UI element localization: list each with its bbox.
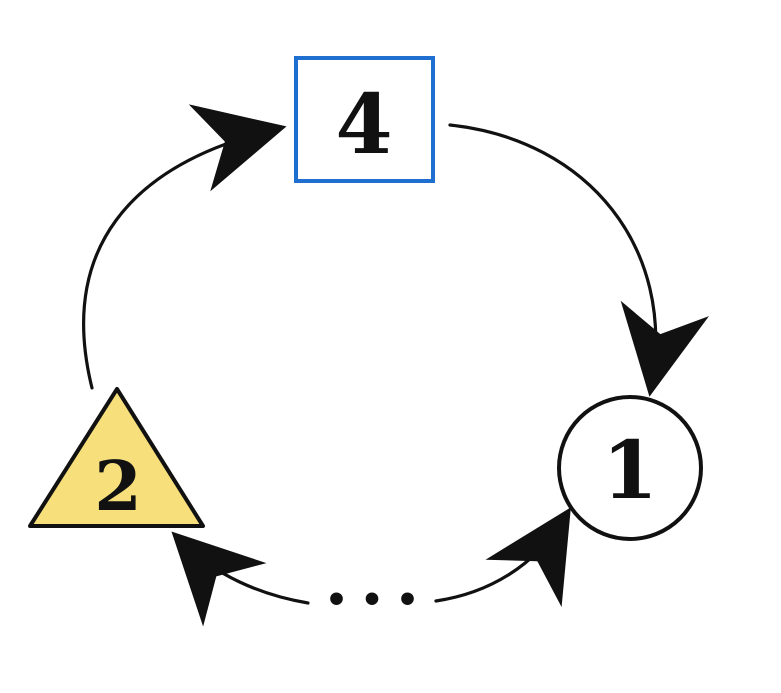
square-label: 4: [335, 77, 392, 173]
node-triangle: 2: [28, 387, 205, 528]
circle-shape: [557, 395, 703, 541]
triangle-label: 2: [94, 447, 141, 527]
triangle-shape: [28, 387, 205, 528]
arrow-2-to-4: [82, 104, 287, 390]
node-square: 4: [294, 56, 435, 183]
square-shape: [294, 56, 435, 183]
ellipsis-connector: • • •: [325, 580, 419, 621]
arrow-4-to-1: [448, 123, 709, 397]
arrow-dots-to-2: [171, 531, 310, 627]
circle-label: 1: [602, 423, 658, 517]
arrow-dots-to-1: [434, 507, 571, 608]
node-circle: 1: [557, 395, 703, 541]
